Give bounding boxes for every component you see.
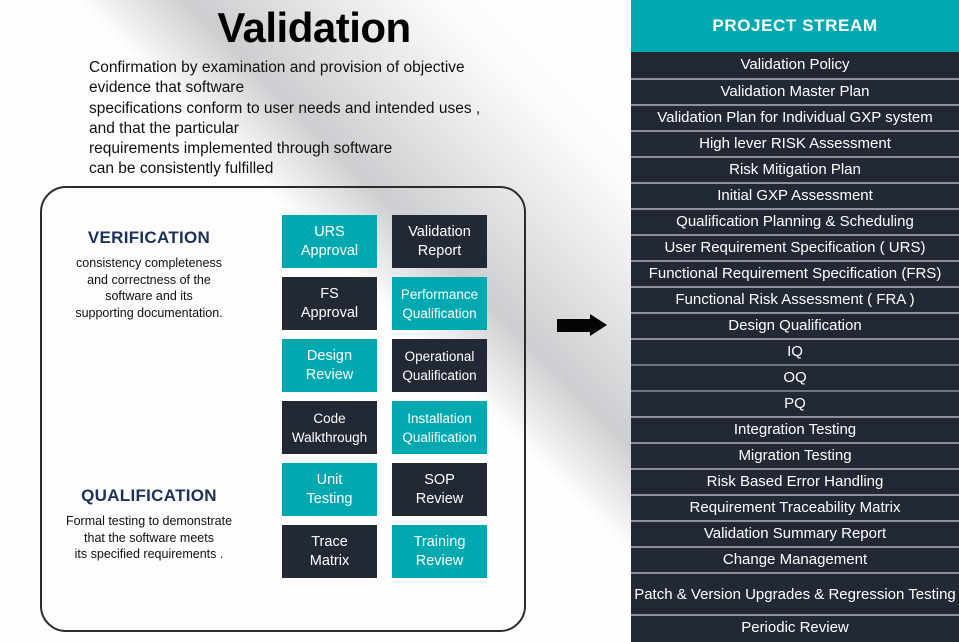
stream-row[interactable]: Change Management [631,546,959,572]
verification-description: consistency completeness and correctness… [24,255,274,321]
stream-row[interactable]: Periodic Review [631,614,959,640]
stream-row[interactable]: Qualification Planning & Scheduling [631,208,959,234]
stream-row[interactable]: Validation Summary Report [631,520,959,546]
verification-line: and correctness of the [87,272,211,287]
qualification-line: its specified requirements . [74,547,224,561]
process-box-line: Qualification [402,367,477,383]
process-box-line: FS [320,285,339,302]
definition-line: requirements implemented through softwar… [89,140,393,158]
process-box-line: Training [413,533,466,550]
qualification-line: Formal testing to demonstrate [65,514,233,528]
validation-definition: Confirmation by examination and provisio… [89,58,609,180]
verification-block: VERIFICATION consistency completeness an… [24,228,274,321]
stream-row[interactable]: Functional Risk Assessment ( FRA ) [631,286,959,312]
verification-line: software and its [105,289,193,303]
page-title: Validation [217,4,411,51]
process-box-line: URS [314,223,345,240]
process-box-line: Review [415,490,464,507]
process-box-line: Approval [300,242,359,259]
stream-row[interactable]: Requirement Traceability Matrix [631,494,959,520]
process-box-line: Validation [408,223,471,240]
stream-row[interactable]: PQ [631,390,959,416]
process-box-line: Testing [306,490,353,507]
stream-row[interactable]: Initial GXP Assessment [631,182,959,208]
stream-row[interactable]: High lever RISK Assessment [631,130,959,156]
process-box-line: Review [415,552,464,569]
stream-row[interactable]: Risk Mitigation Plan [631,156,959,182]
process-box-line: Design [306,347,353,364]
definition-line: specifications conform to user needs and… [89,99,481,117]
stream-row[interactable]: Integration Testing [631,416,959,442]
process-box-line: Matrix [309,552,350,569]
definition-line: can be consistently fulfilled [89,160,274,178]
stream-row[interactable]: Risk Based Error Handling [631,468,959,494]
definition-line: and that the particular [89,119,239,137]
verification-line: consistency completeness [76,256,222,270]
verification-line: supporting documentation. [75,305,223,320]
stream-row[interactable]: Validation Policy [631,52,959,78]
stream-row[interactable]: Patch & Version Upgrades & Regression Te… [631,572,959,614]
arrow-shaft [557,318,590,332]
process-box[interactable]: FS Approval [282,277,377,330]
stream-row[interactable]: Design Qualification [631,312,959,338]
process-box-line: Qualification [402,429,477,445]
arrow-head [590,314,607,336]
stream-row[interactable]: Validation Master Plan [631,78,959,104]
stream-row[interactable]: Functional Requirement Specification (FR… [631,260,959,286]
stream-row[interactable]: Migration Testing [631,442,959,468]
definition-line: evidence that software [89,79,245,97]
process-box[interactable]: URS Approval [282,215,377,268]
process-box-line: Trace [311,533,348,550]
right-arrow-icon [557,314,607,336]
process-box-line: Performance [400,286,479,302]
qualification-heading: QUALIFICATION [81,486,217,505]
qualification-line: that the software meets [84,530,214,545]
stream-row[interactable]: OQ [631,364,959,390]
verification-heading: VERIFICATION [87,228,211,247]
process-box-line: SOP [424,471,455,488]
process-box-line: Unit [316,471,343,488]
process-box-line: Review [305,366,354,383]
process-box[interactable]: SOP Review [392,463,487,516]
process-box-line: Approval [300,304,359,321]
process-box-line: Code [313,410,346,426]
process-box-line: Qualification [402,305,477,321]
stream-row[interactable]: IQ [631,338,959,364]
process-box-line: Walkthrough [291,429,368,445]
qualification-description: Formal testing to demonstrate that the s… [24,513,274,563]
project-stream-header: PROJECT STREAM [631,0,959,52]
stream-row[interactable]: User Requirement Specification ( URS) [631,234,959,260]
stream-row[interactable]: Validation Plan for Individual GXP syste… [631,104,959,130]
qualification-block: QUALIFICATION Formal testing to demonstr… [24,486,274,563]
definition-line: Confirmation by examination and provisio… [89,59,465,76]
process-box-line: Report [417,242,462,259]
process-box-line: Operational [404,348,475,364]
process-box-line: Installation [407,410,472,426]
